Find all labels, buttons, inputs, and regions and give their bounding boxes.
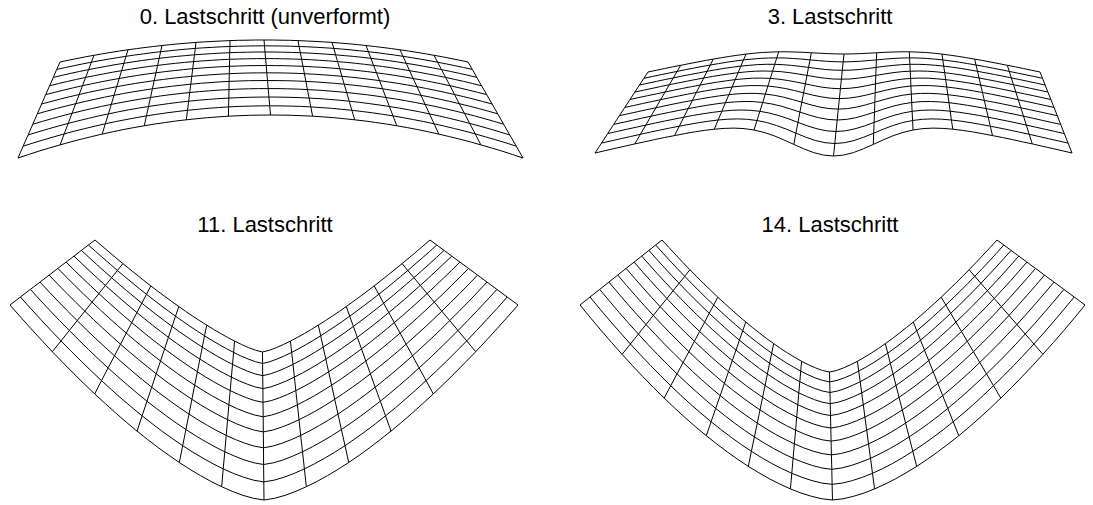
load-step-title: 3. Lastschritt — [768, 4, 893, 30]
load-step-title: 11. Lastschritt — [197, 212, 332, 238]
mesh-lines — [595, 52, 1072, 156]
mesh-lines — [18, 40, 523, 158]
mesh-lines — [580, 240, 1085, 500]
load-step-title: 0. Lastschritt (unverformt) — [140, 4, 391, 30]
mesh-lines — [10, 240, 518, 500]
load-step-title: 14. Lastschritt — [762, 212, 899, 238]
